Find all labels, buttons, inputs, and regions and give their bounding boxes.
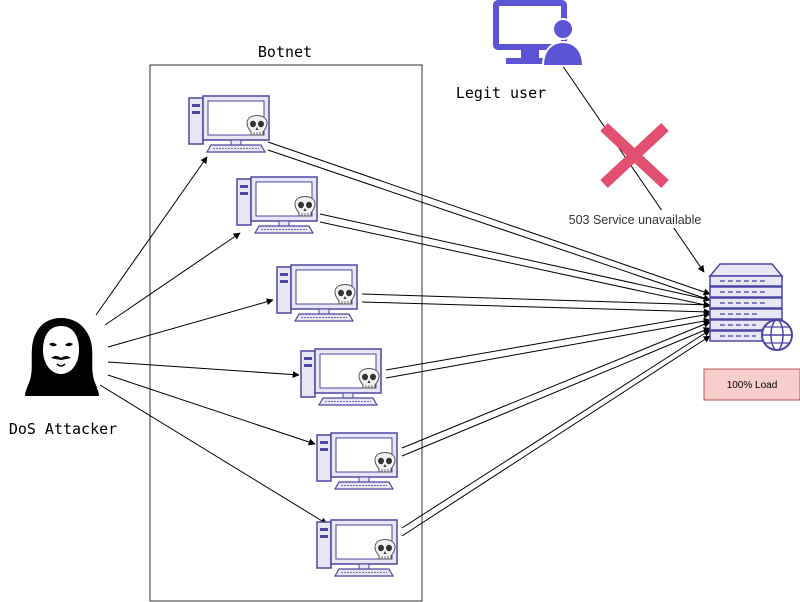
arrow-bot3-server-a [361, 293, 711, 309]
arrow-attacker-bot3 [107, 298, 274, 348]
load-label: 100% Load [727, 380, 778, 391]
load-box [703, 368, 800, 401]
arrow-bot2-server-a [319, 213, 711, 303]
bot-computer-1 [188, 95, 270, 153]
arrow-bot4-server-a [385, 311, 711, 371]
attacker-arrows [95, 156, 328, 525]
arrow-user-server [559, 61, 705, 273]
legit-user-label: Legit user [456, 84, 546, 102]
arrow-bot2-server-b [319, 221, 711, 309]
arrow-bot5-server-b [401, 327, 711, 457]
bot-computer-2 [236, 176, 318, 234]
arrow-attacker-bot2 [104, 232, 241, 326]
arrow-bot5-server-a [401, 321, 711, 449]
arrow-attacker-bot6 [99, 384, 328, 525]
service-error-label: 503 Service unavailable [569, 213, 702, 227]
arrow-bot6-server-a [401, 329, 711, 529]
bot-computer-3 [276, 264, 358, 322]
arrow-bot1-server-b [267, 149, 711, 302]
arrow-bot1-server-a [267, 141, 711, 296]
botnet-label: Botnet [258, 43, 312, 61]
arrow-bot3-server-b [361, 301, 711, 316]
bot-computer-5 [316, 432, 398, 490]
bot-computer-6 [316, 519, 398, 577]
server-globe-icon [708, 263, 793, 351]
hooded-attacker-icon [25, 318, 99, 396]
bot-arrows [267, 141, 711, 537]
botnet-box [149, 64, 423, 602]
arrow-attacker-bot1 [95, 156, 208, 316]
arrow-attacker-bot5 [107, 374, 316, 446]
arrow-attacker-bot4 [107, 361, 300, 379]
red-x-icon [600, 122, 669, 189]
arrow-bot4-server-b [385, 317, 711, 379]
user-monitor-icon [493, 0, 585, 67]
arrow-bot6-server-b [401, 335, 711, 537]
service-error-bg [560, 210, 710, 228]
bot-computer-4 [300, 348, 382, 406]
attacker-label: DoS Attacker [9, 420, 117, 438]
